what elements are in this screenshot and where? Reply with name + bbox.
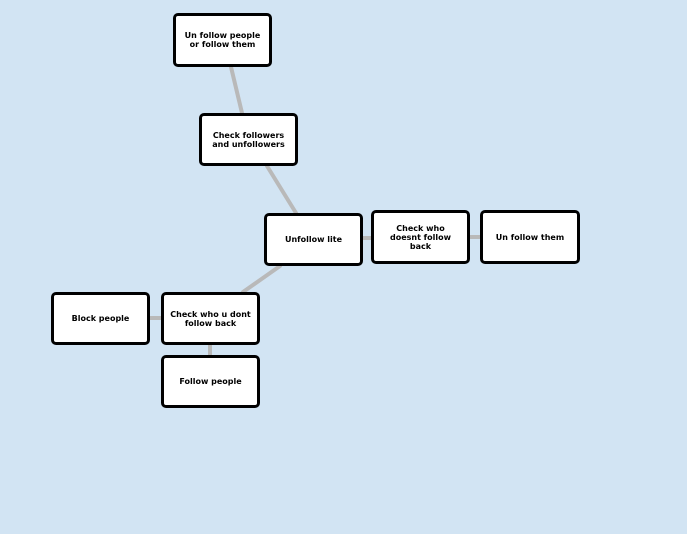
node-label: Follow people — [179, 377, 242, 386]
node-block-people[interactable]: Block people — [51, 292, 150, 345]
node-unfollow-them[interactable]: Un follow them — [480, 210, 580, 264]
node-label: Un follow them — [495, 232, 565, 242]
node-unfollow-lite[interactable]: Unfollow lite — [264, 213, 363, 266]
node-label: Un follow people or follow them — [184, 31, 261, 49]
node-follow-people[interactable]: Follow people — [161, 355, 260, 408]
node-label: Check followers and unfollowers — [212, 130, 285, 149]
edge-n2-n3 — [265, 164, 298, 215]
node-label: Check who u dont follow back — [170, 309, 251, 328]
node-label: Check who doesnt follow back — [389, 223, 452, 251]
node-label: Unfollow lite — [284, 235, 343, 244]
node-unfollow-people-or-follow-them[interactable]: Un follow people or follow them — [173, 13, 272, 67]
node-check-who-doesnt-follow-back[interactable]: Check who doesnt follow back — [371, 210, 470, 264]
edge-n1-n2 — [229, 65, 244, 115]
edge-n3-n7 — [241, 264, 282, 294]
node-check-followers-and-unfollowers[interactable]: Check followers and unfollowers — [199, 113, 298, 166]
node-label: Block people — [71, 314, 130, 323]
node-check-who-u-dont-follow-back[interactable]: Check who u dont follow back — [161, 292, 260, 345]
